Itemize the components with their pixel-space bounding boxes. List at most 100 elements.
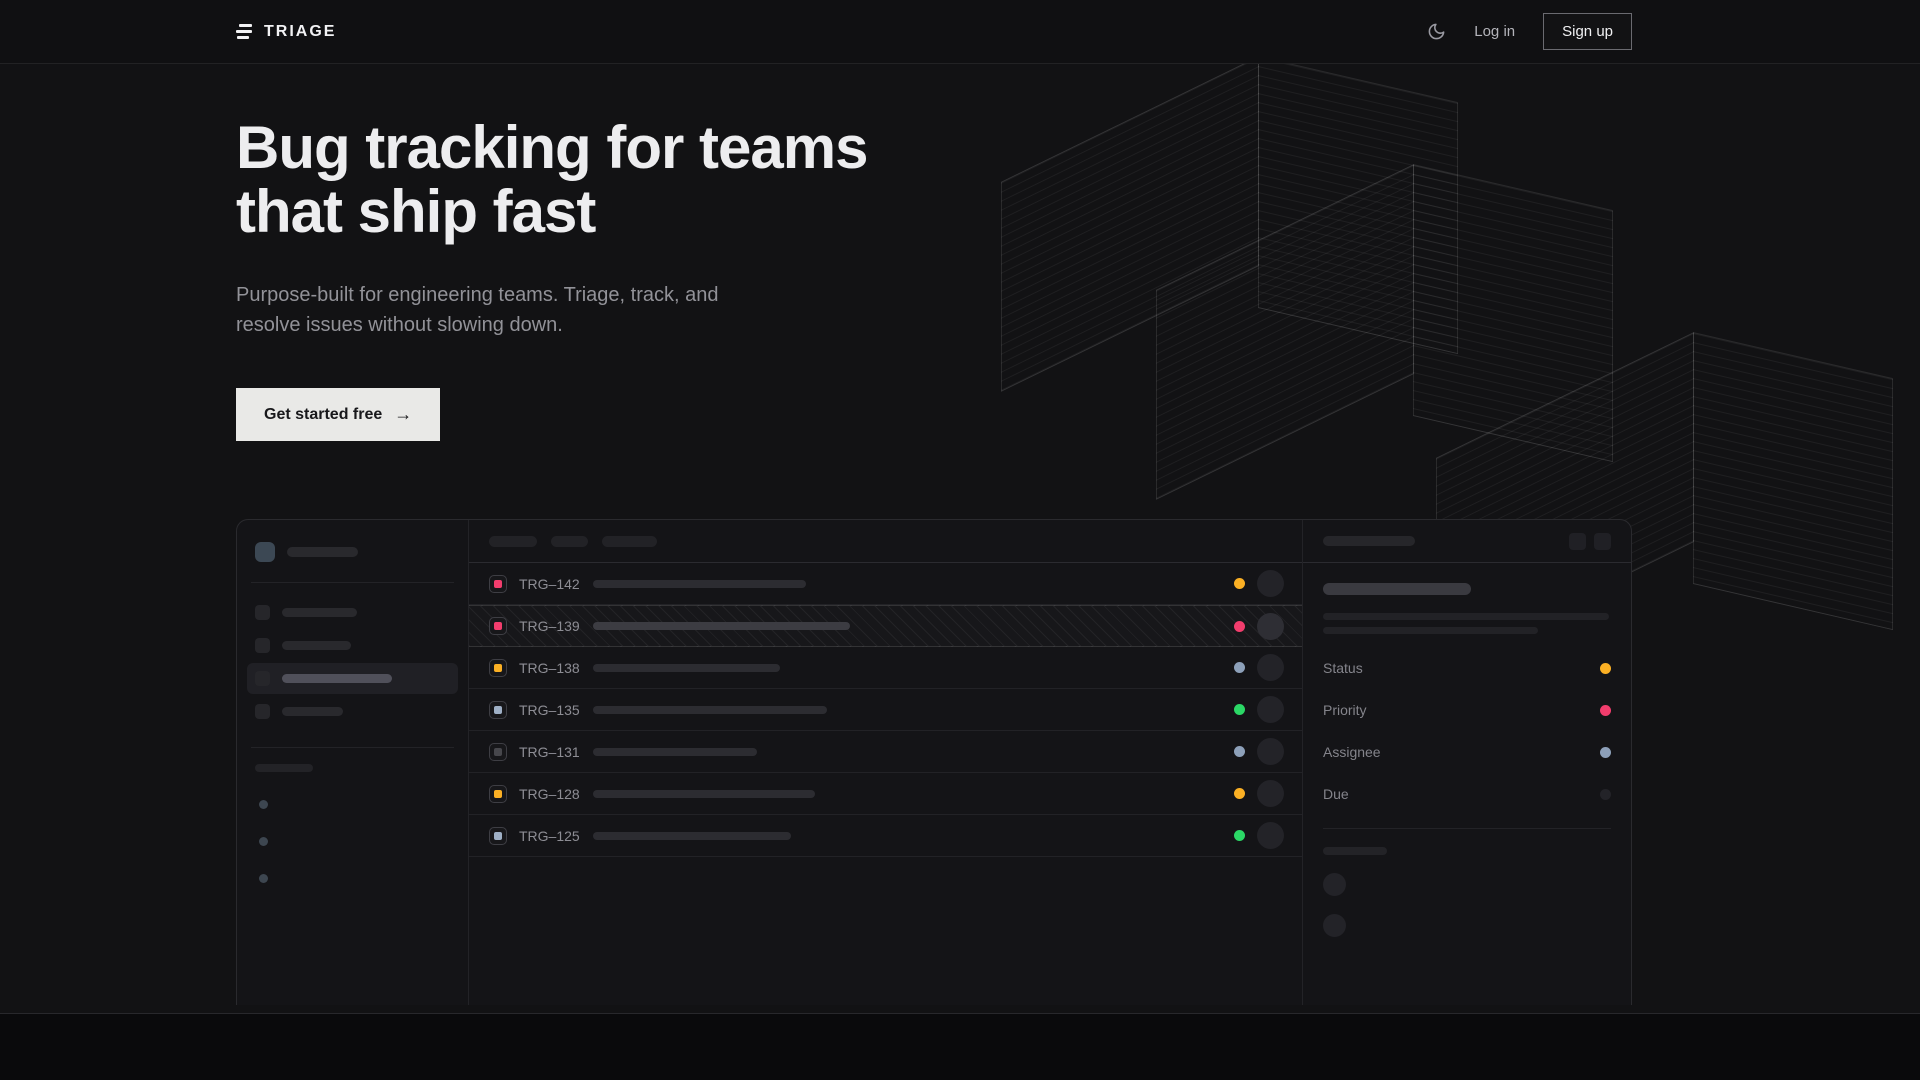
- issue-id: TRG–142: [519, 575, 580, 592]
- detail-text-skeleton: [1323, 627, 1538, 634]
- activity-section-label-skeleton: [1323, 847, 1387, 855]
- get-started-button[interactable]: Get started free →: [236, 388, 441, 441]
- hero-subtitle: Purpose-built for engineering teams. Tri…: [236, 284, 719, 336]
- status-dot: [1234, 620, 1245, 632]
- workspace-name-skeleton: [287, 547, 358, 557]
- activity-avatar: [1323, 873, 1346, 896]
- issue-id: TRG–128: [519, 785, 580, 802]
- issue-id: TRG–139: [519, 618, 580, 634]
- arrow-right-icon: →: [394, 404, 413, 424]
- detail-action-button[interactable]: [1594, 532, 1611, 550]
- issue-row[interactable]: TRG–135: [469, 689, 1302, 731]
- issue-row[interactable]: TRG–142: [469, 563, 1302, 605]
- detail-header-skeleton: [1323, 536, 1415, 546]
- assignee-avatar: [1257, 696, 1284, 723]
- issue-priority-icon: [489, 784, 507, 803]
- assignee-avatar: [1257, 612, 1284, 640]
- issue-priority-icon: [489, 700, 507, 719]
- issue-title-skeleton: [593, 831, 791, 840]
- property-row-priority[interactable]: Priority: [1323, 702, 1611, 718]
- app-mockup: TRG–142 TRG–139 TRG–138: [236, 519, 1632, 1005]
- sidebar-item-icon: [255, 605, 270, 620]
- cta-label: Get started free: [264, 405, 383, 423]
- issue-title-skeleton: [593, 705, 827, 714]
- moon-icon: [1427, 22, 1446, 41]
- assignee-avatar: [1257, 780, 1284, 807]
- divider: [1323, 828, 1611, 829]
- filter-pill-skeleton[interactable]: [602, 535, 657, 547]
- issue-title-skeleton: [593, 579, 806, 588]
- activity-avatar: [1323, 914, 1346, 937]
- filter-pill-skeleton[interactable]: [551, 535, 588, 547]
- detail-title-skeleton: [1323, 583, 1471, 595]
- sidebar-item-icon: [255, 638, 270, 653]
- mockup-detail-panel: Status Priority Assignee Due: [1303, 520, 1631, 1005]
- brand: TRIAGE: [236, 23, 336, 41]
- issue-priority-icon: [489, 826, 507, 845]
- issue-row[interactable]: TRG–128: [469, 773, 1302, 815]
- property-label: Priority: [1323, 702, 1367, 718]
- sidebar-item-active[interactable]: [247, 663, 458, 694]
- issue-title-skeleton: [593, 789, 815, 798]
- property-value-dot: [1600, 704, 1611, 716]
- sidebar-section-label-skeleton: [255, 764, 313, 772]
- sidebar-dot: [259, 800, 268, 809]
- detail-header: [1303, 520, 1631, 563]
- theme-toggle-button[interactable]: [1427, 22, 1446, 41]
- top-nav: TRIAGE Log in Sign up: [0, 0, 1920, 64]
- sidebar-item-icon: [255, 704, 270, 719]
- issue-priority-icon: [489, 574, 507, 593]
- mockup-issue-list: TRG–142 TRG–139 TRG–138: [469, 520, 1303, 1005]
- workspace-icon: [255, 542, 275, 562]
- assignee-avatar: [1257, 654, 1284, 681]
- issue-id: TRG–131: [519, 743, 580, 760]
- issue-title-skeleton: [593, 747, 757, 756]
- workspace-switcher[interactable]: [255, 542, 450, 562]
- sidebar-item[interactable]: [247, 597, 458, 628]
- issue-title-skeleton: [593, 622, 850, 630]
- signup-button[interactable]: Sign up: [1543, 13, 1632, 50]
- status-dot: [1234, 578, 1245, 589]
- issue-priority-icon: [489, 658, 507, 677]
- issue-row[interactable]: TRG–125: [469, 815, 1302, 857]
- login-link[interactable]: Log in: [1474, 23, 1516, 40]
- property-label: Assignee: [1323, 744, 1381, 760]
- status-dot: [1234, 704, 1245, 715]
- list-toolbar: [469, 520, 1302, 563]
- issue-id: TRG–138: [519, 659, 580, 676]
- status-dot: [1234, 746, 1245, 757]
- divider: [251, 747, 454, 748]
- brand-name: TRIAGE: [264, 22, 337, 40]
- triage-logo-icon: [236, 24, 254, 39]
- issue-row[interactable]: TRG–139: [469, 605, 1302, 647]
- property-row-due[interactable]: Due: [1323, 786, 1611, 802]
- property-value-dot: [1600, 746, 1611, 758]
- sidebar-item-icon: [255, 671, 270, 686]
- status-dot: [1234, 830, 1245, 841]
- filter-pill-skeleton[interactable]: [489, 535, 537, 547]
- sidebar-item[interactable]: [247, 630, 458, 661]
- issue-priority-icon: [489, 617, 507, 635]
- issue-id: TRG–125: [519, 827, 580, 844]
- status-dot: [1234, 788, 1245, 799]
- issue-title-skeleton: [593, 663, 780, 672]
- property-label: Due: [1323, 786, 1349, 802]
- property-row-status[interactable]: Status: [1323, 660, 1611, 676]
- property-row-assignee[interactable]: Assignee: [1323, 744, 1611, 760]
- status-dot: [1234, 662, 1245, 673]
- issue-priority-icon: [489, 742, 507, 761]
- property-value-dot: [1600, 788, 1611, 800]
- property-label: Status: [1323, 660, 1363, 676]
- property-value-dot: [1600, 662, 1611, 674]
- assignee-avatar: [1257, 822, 1284, 849]
- issue-row[interactable]: TRG–131: [469, 731, 1302, 773]
- sidebar-item[interactable]: [247, 696, 458, 727]
- page-footer: [0, 1013, 1920, 1080]
- detail-action-button[interactable]: [1569, 532, 1586, 550]
- issue-row[interactable]: TRG–138: [469, 647, 1302, 689]
- divider: [251, 582, 454, 583]
- assignee-avatar: [1257, 570, 1284, 597]
- assignee-avatar: [1257, 738, 1284, 765]
